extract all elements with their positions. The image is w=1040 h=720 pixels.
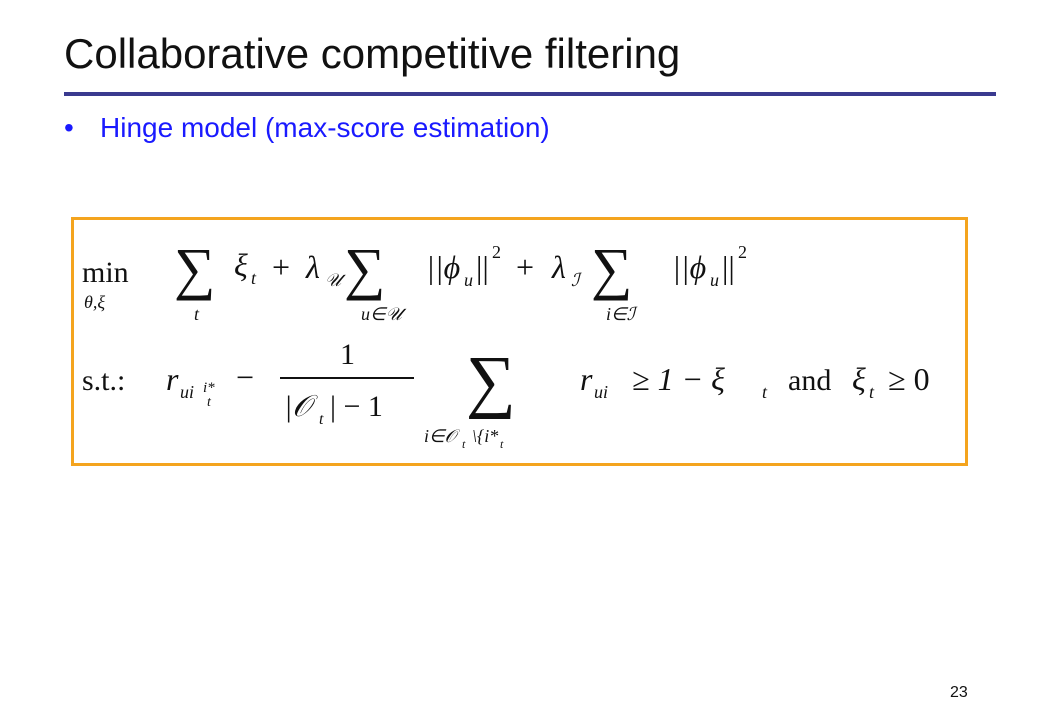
equation-box: min θ,ξ ∑ t ξ t + λ 𝒰 ∑ u∈𝒰 ||ϕ u || 2 +… (71, 217, 968, 466)
eq-plus-2: + (516, 249, 534, 285)
eq-xi-3: ξ (852, 361, 866, 397)
eq-sup2-1: 2 (492, 242, 501, 262)
bullet-marker: • (64, 112, 74, 143)
title-underline (64, 92, 996, 96)
eq-xi-3-sub: t (869, 382, 875, 402)
eq-sum-3-sub: i∈ℐ (606, 304, 639, 324)
eq-st: s.t.: (82, 364, 125, 397)
eq-sum-3: ∑ (591, 236, 632, 301)
eq-frac-den-sub: t (319, 411, 324, 428)
eq-lambda-U: λ (305, 249, 320, 285)
eq-frac-den-rest: | − 1 (330, 390, 383, 423)
eq-r-1: r (166, 361, 179, 397)
eq-minus: − (236, 359, 254, 395)
eq-sum-4-sub-t: t (462, 437, 466, 451)
eq-norm-phi-u-1: ||ϕ (426, 249, 460, 285)
eq-ge-one-minus-xi: ≥ 1 − ξ (632, 361, 725, 397)
eq-sum-4-sub: i∈𝒪 (424, 426, 461, 446)
eq-sum-4-sub-set: \{i* (472, 426, 498, 446)
equation-figure: min θ,ξ ∑ t ξ t + λ 𝒰 ∑ u∈𝒰 ||ϕ u || 2 +… (82, 236, 930, 451)
eq-lambda-I: λ (551, 249, 566, 285)
eq-r-1-istar: i* (203, 380, 215, 396)
eq-lambda-U-sub: 𝒰 (325, 270, 346, 290)
eq-and: and (788, 364, 831, 397)
eq-sum-2-sub: u∈𝒰 (361, 304, 407, 324)
eq-sum-2: ∑ (344, 236, 385, 301)
eq-phi-u-sub-1: u (464, 270, 473, 290)
eq-sum-4: ∑ (466, 343, 516, 420)
bullet-item: • Hinge model (max-score estimation) (64, 112, 550, 144)
eq-min-subscript: θ,ξ (84, 292, 105, 312)
eq-sum-4-sub-set-t: t (500, 437, 504, 451)
eq-xi-1-sub: t (251, 268, 257, 288)
eq-xi-2-sub: t (762, 382, 768, 402)
bullet-text: Hinge model (max-score estimation) (100, 112, 550, 143)
eq-sum-1-sub: t (194, 304, 200, 324)
eq-norm-close-1: || (476, 249, 489, 285)
eq-frac-numerator: 1 (340, 338, 355, 371)
slide-title: Collaborative competitive filtering (64, 30, 681, 77)
eq-r-1-sub: ui (180, 382, 194, 402)
eq-r-1-istar-sub: t (207, 395, 212, 410)
eq-frac-den: |𝒪 (284, 390, 318, 423)
eq-ge-zero: ≥ 0 (888, 361, 930, 397)
eq-phi-u-sub-2: u (710, 270, 719, 290)
page-number: 23 (950, 684, 968, 701)
eq-norm-phi-u-2: ||ϕ (672, 249, 706, 285)
eq-r-2-sub: ui (594, 382, 608, 402)
eq-sup2-2: 2 (738, 242, 747, 262)
eq-lambda-I-sub: ℐ (571, 270, 583, 290)
eq-norm-close-2: || (722, 249, 735, 285)
eq-xi-1: ξ (234, 247, 248, 283)
eq-r-2: r (580, 361, 593, 397)
eq-sum-1: ∑ (174, 236, 215, 301)
eq-min: min (82, 256, 129, 289)
eq-plus-1: + (272, 249, 290, 285)
